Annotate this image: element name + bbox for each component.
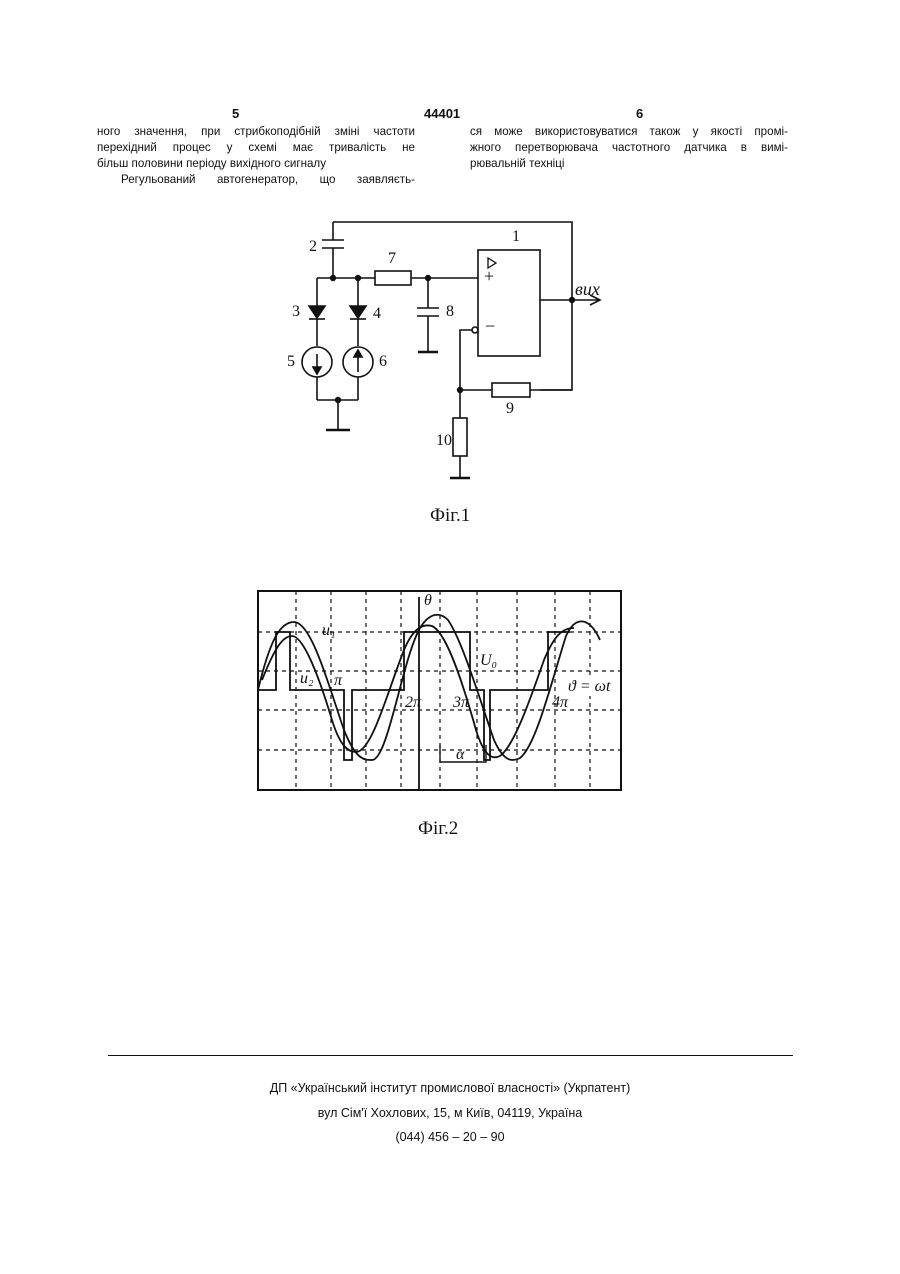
label-2pi: 2π <box>405 694 421 712</box>
footer-address: вул Сім'ї Хохлових, 15, м Київ, 04119, У… <box>0 1106 900 1120</box>
label-3pi: 3π <box>453 694 469 712</box>
footer-phone: (044) 456 – 20 – 90 <box>0 1130 900 1144</box>
label-u2: u₂ <box>300 670 314 688</box>
label-theta: θ <box>424 592 432 610</box>
label-pi: π <box>334 672 342 690</box>
label-phase: ϑ = ωt <box>566 678 612 696</box>
label-u1: u₁ <box>322 622 336 640</box>
footer-publisher: ДП «Український інститут промислової вла… <box>0 1081 900 1095</box>
figure-2-caption: Фіг.2 <box>418 818 458 840</box>
label-alpha: α <box>456 746 464 764</box>
label-U0: U₀ <box>480 652 497 670</box>
label-4pi: 4π <box>552 694 568 712</box>
footer-divider <box>108 1055 793 1056</box>
